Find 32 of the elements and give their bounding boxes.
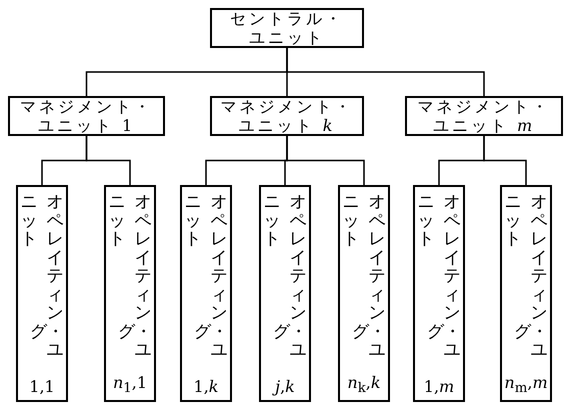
unit-box (16, 185, 68, 402)
unit-label: オペレイティング・ユニット (263, 193, 307, 362)
unit-box (210, 8, 364, 48)
unit-label: マネジメント・ユニット k (220, 97, 354, 135)
unit-label: セントラル・ユニット (229, 9, 345, 47)
unit-box (500, 185, 552, 402)
unit-label: オペレイティング・ユニット (20, 193, 64, 362)
unit-index: 1,k (194, 377, 218, 396)
unit-label: オペレイティング・ユニット (417, 193, 461, 362)
unit-label: オペレイティング・ユニット (108, 193, 152, 362)
unit-index: n$_{1}$,1 (112, 372, 148, 396)
connector-line (286, 136, 365, 185)
unit-index: n$_{k}$,k (347, 372, 381, 396)
unit-box (259, 185, 311, 402)
unit-box (8, 96, 165, 136)
unit-label: オペレイティング・ユニット (342, 193, 386, 362)
unit-box (104, 185, 156, 402)
unit-box (180, 185, 232, 402)
unit-label: マネジメント・ユニット 1 (19, 97, 154, 135)
unit-box (338, 185, 390, 402)
unit-index: 1,1 (29, 377, 55, 396)
unit-label: オペレイティング・ユニット (504, 193, 548, 362)
unit-index: 1,m (424, 377, 454, 396)
unit-label: マネジメント・ユニット m (416, 97, 552, 135)
unit-box (413, 185, 465, 402)
unit-index: n$_{m}$,m (504, 372, 548, 396)
unit-label: オペレイティング・ユニット (184, 193, 228, 362)
connector-line (483, 136, 527, 185)
unit-box (405, 96, 563, 136)
unit-box (210, 96, 364, 136)
connector-line (86, 136, 131, 185)
connector-line (286, 48, 485, 96)
